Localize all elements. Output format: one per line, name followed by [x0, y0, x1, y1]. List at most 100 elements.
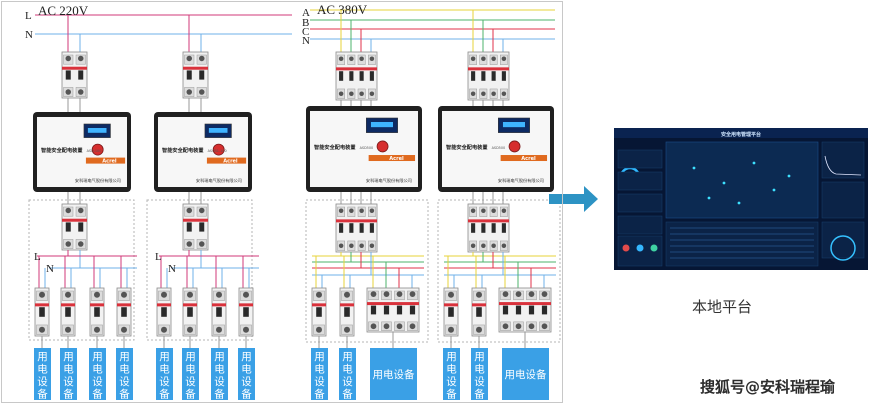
main-breaker-220-0-screw-top: [65, 55, 71, 62]
mcb-220-screw-bottom: [121, 326, 127, 333]
cabinet-220-2-panel: [158, 117, 248, 187]
branch2-l-label: L: [155, 251, 162, 263]
load-device-220-char: 用: [63, 351, 74, 363]
line-b-label: B: [302, 17, 310, 29]
load-device-220-char: 备: [159, 388, 170, 401]
main-breaker-220-0: [61, 51, 88, 99]
load-device-220-char: 设: [159, 376, 170, 388]
load-device-380-box: [443, 348, 460, 400]
map-node: [772, 188, 776, 192]
mcb-380-3ph-red-stripe: [499, 302, 551, 306]
mcb-220-screw-top: [161, 291, 167, 298]
mcb-220-toggle: [161, 307, 167, 317]
sub-breaker-380-1: [467, 203, 510, 253]
sub-breaker-380-0-screw-bottom: [359, 243, 364, 249]
load-device-220: 用电设备: [34, 348, 51, 401]
main-breaker-380-1-red-stripe: [468, 67, 509, 71]
cabinet-220-2-orange-band: [206, 157, 247, 164]
load-device-220: 用电设备: [60, 348, 77, 401]
mcb-380: [471, 287, 487, 337]
mcb-220-red-stripe: [183, 303, 197, 307]
line-l-label: L: [25, 10, 32, 22]
main-breaker-220-1-screw-bottom: [186, 89, 192, 95]
sub-breaker-220-1-screw-bottom: [186, 241, 192, 247]
load-device-220-char: 电: [214, 363, 225, 376]
load-device-380-char: 用: [342, 351, 353, 363]
main-breaker-380-0-screw-top: [349, 56, 354, 61]
cabinet-380-1-orange-band: [368, 155, 416, 162]
sub-breaker-380-1-toggle: [491, 223, 496, 233]
mcb-380-3ph-screw-top: [502, 291, 509, 298]
platform-left-panel: [617, 215, 663, 235]
mcb-220-screw-top: [216, 291, 222, 298]
load-device-380-char: 备: [314, 388, 325, 401]
load-device-220-char: 备: [185, 388, 196, 401]
load-device-380-char: 备: [474, 388, 485, 401]
mcb-380-3ph-toggle: [541, 305, 548, 315]
main-breaker-220-1-screw-bottom: [199, 89, 205, 95]
mcb-380-screw-top: [316, 291, 322, 298]
platform-caption: 本地平台: [692, 298, 753, 316]
mcb-220-red-stripe: [239, 303, 253, 307]
main-breaker-380-0-screw-bottom: [369, 91, 375, 97]
cabinet-380-2-maker: 安科瑞电气股份有限公司: [498, 177, 544, 184]
load-device-380-char: 用: [474, 351, 485, 363]
sub-breaker-220-0: [61, 203, 88, 251]
mcb-380-toggle: [476, 307, 482, 317]
sub-breaker-220-0-red-stripe: [62, 218, 87, 222]
main-breaker-380-0-toggle: [369, 71, 374, 81]
mcb-380-3ph-toggle: [528, 305, 535, 315]
mcb-380-3ph-toggle: [409, 305, 416, 315]
load-device-380-char: 备: [446, 388, 457, 401]
mcb-380-3ph-toggle: [515, 305, 522, 315]
sub-breaker-380-1-red-stripe: [468, 219, 509, 223]
map-node: [722, 181, 726, 185]
mcb-220: [89, 287, 105, 337]
load-device-380-box: [311, 348, 328, 400]
mcb-220-screw-top: [39, 291, 45, 298]
load-device-380-3ph: 用电设备: [502, 348, 549, 400]
load-device-380: 用电设备: [311, 348, 328, 401]
load-device-220-box: [60, 348, 77, 400]
branch2-n-label: N: [168, 263, 176, 275]
load-device-220-char: 设: [214, 376, 225, 388]
sub-breaker-380-0-toggle: [349, 223, 354, 233]
sub-breaker-380-0-screw-bottom: [349, 243, 354, 249]
watermark: 搜狐号@安科瑞程瑜: [700, 378, 836, 396]
mcb-380-3ph-screw-top: [515, 291, 522, 298]
mcb-220-toggle: [39, 307, 45, 317]
cabinet-220-1-model: ASD-100: [87, 149, 102, 153]
load-device-220-box: [34, 348, 51, 400]
mcb-380-screw-top: [344, 291, 350, 298]
main-breaker-380-1-screw-bottom: [491, 91, 496, 97]
cabinet-380-2-brand: 智能安全配电装置: [446, 143, 488, 151]
mcb-220-red-stripe: [212, 303, 226, 307]
load-device-380-char: 用: [314, 351, 325, 363]
mcb-220-screw-bottom: [94, 326, 100, 333]
map-node: [707, 196, 711, 200]
ac220-label: AC 220V: [38, 3, 89, 18]
cabinet-220-1-reset-button: [91, 143, 104, 156]
mcb-220: [60, 287, 76, 337]
main-breaker-220-0-screw-bottom: [65, 89, 71, 95]
main-breaker-380-0-screw-bottom: [359, 91, 364, 97]
mcb-380-3ph: [366, 287, 420, 333]
sub-breaker-380-1-screw-bottom: [481, 243, 486, 249]
mcb-220-screw-bottom: [39, 326, 45, 333]
mcb-380-screw-bottom: [316, 326, 322, 333]
mcb-220: [156, 287, 172, 337]
main-breaker-380-1-screw-bottom: [481, 91, 486, 97]
load-device-220-char: 电: [92, 363, 103, 376]
sub-breaker-380-1-screw-top: [470, 208, 476, 213]
mcb-380-3ph-screw-top: [528, 291, 535, 298]
load-device-220-char: 用: [119, 351, 130, 363]
mcb-380-screw-bottom: [476, 326, 482, 333]
cabinet-380-1-reset-button: [376, 140, 389, 153]
mcb-220-toggle: [243, 307, 249, 317]
main-breaker-380-1-toggle: [481, 71, 486, 81]
mcb-380-screw-top: [448, 291, 454, 298]
load-device-380-3ph: 用电设备: [370, 348, 417, 400]
load-device-220-char: 电: [63, 363, 74, 376]
